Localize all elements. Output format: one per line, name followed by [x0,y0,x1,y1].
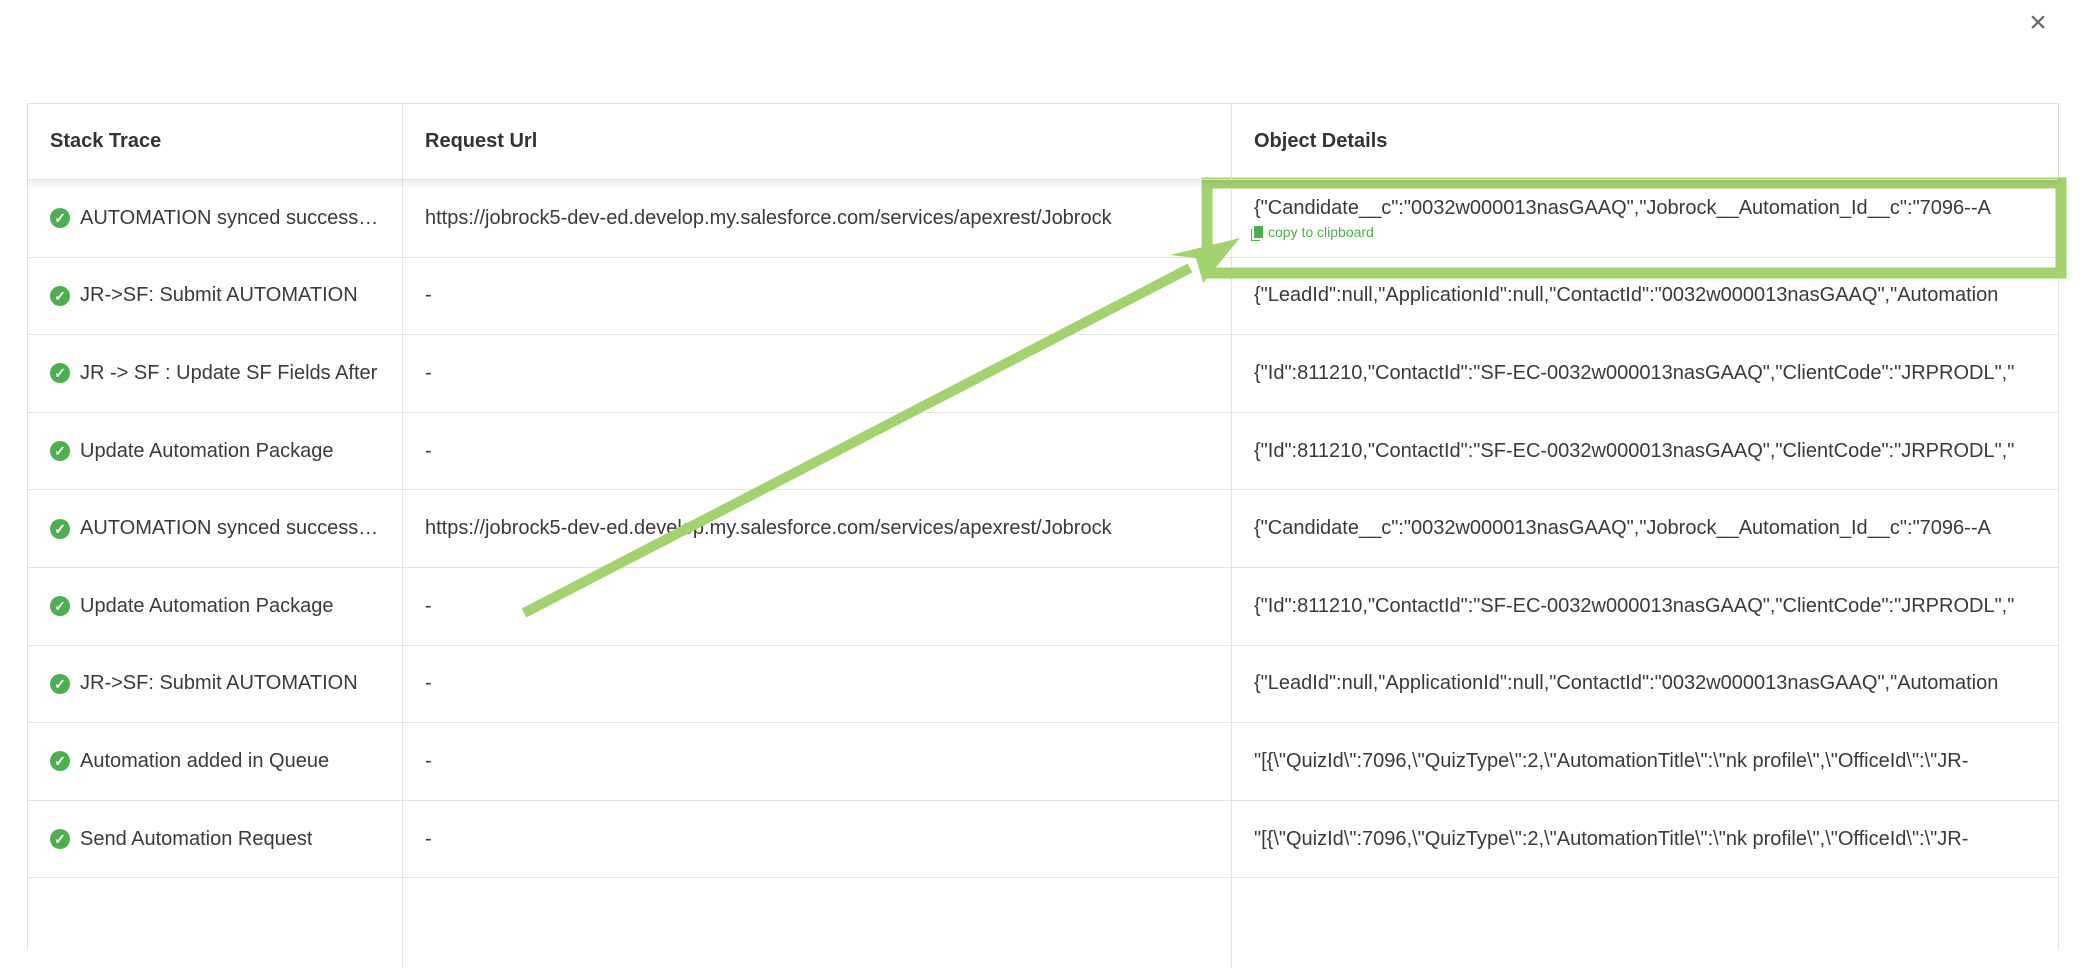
stack-trace-cell: ✓ JR->SF: Submit AUTOMATION [28,645,403,723]
request-url-cell: https://jobrock5-dev-ed.develop.my.sales… [403,490,1232,567]
close-icon[interactable]: × [2029,6,2047,39]
success-check-icon: ✓ [50,518,70,539]
request-url-text: https://jobrock5-dev-ed.develop.my.sales… [425,206,1112,229]
object-details-cell: {"LeadId":null,"ApplicationId":null,"Con… [1232,646,2058,723]
object-details-text: "[{\"QuizId\":7096,\"QuizType\":2,\"Auto… [1254,827,1969,850]
table-row[interactable]: ✓ JR->SF: Submit AUTOMATION - {"LeadId":… [28,257,2058,336]
object-details-cell: {"Candidate__c":"0032w000013nasGAAQ","Jo… [1232,180,2058,257]
table-row[interactable]: ✓ JR -> SF : Update SF Fields After - {"… [28,335,2058,413]
object-details-cell: {"LeadId":null,"ApplicationId":null,"Con… [1232,258,2058,335]
stack-trace-cell: ✓ Update Automation Package [28,412,403,490]
stack-trace-cell: ✓ JR->SF: Submit AUTOMATION [28,257,403,335]
request-url-text: - [425,827,432,850]
header-object-details: Object Details [1254,130,1388,152]
stack-trace-text: Update Automation Package [80,439,334,462]
table-row[interactable]: ✓ JR->SF: Submit AUTOMATION - {"LeadId":… [28,645,2058,724]
object-details-text: {"Id":811210,"ContactId":"SF-EC-0032w000… [1254,439,2015,462]
request-url-text: - [425,749,432,772]
success-check-icon: ✓ [50,751,70,772]
object-details-cell: {"Candidate__c":"0032w000013nasGAAQ","Jo… [1232,490,2058,567]
stack-trace-text: JR->SF: Submit AUTOMATION [80,672,358,695]
table-row[interactable]: ✓ AUTOMATION synced successfully https:/… [28,180,2058,258]
object-details-cell: "[{\"QuizId\":7096,\"QuizType\":2,\"Auto… [1232,723,2058,800]
success-check-icon: ✓ [50,285,70,306]
request-url-text: - [425,672,432,695]
object-details-cell: {"Id":811210,"ContactId":"SF-EC-0032w000… [1232,335,2058,412]
header-stack-trace: Stack Trace [28,104,403,179]
table-row[interactable]: ✓ Send Automation Request - "[{\"QuizId\… [28,800,2058,879]
table-row-empty [28,878,2058,968]
empty-cell [1232,878,2058,968]
stack-trace-cell: ✓ AUTOMATION synced successfully [28,490,403,567]
request-url-cell: - [403,645,1232,723]
request-url-text: - [425,439,432,462]
stack-trace-cell: ✓ Update Automation Package [28,567,403,645]
stack-trace-text: AUTOMATION synced successfully [80,206,380,229]
stack-trace-cell: ✓ Automation added in Queue [28,723,403,800]
object-details-text: {"Id":811210,"ContactId":"SF-EC-0032w000… [1254,361,2015,384]
request-url-text: - [425,284,432,307]
stack-trace-text: Send Automation Request [80,827,313,850]
log-table: Stack Trace Request Url Object Details ✓… [27,103,2059,968]
table-row[interactable]: ✓ Update Automation Package - {"Id":8112… [28,412,2058,491]
stack-trace-text: JR->SF: Submit AUTOMATION [80,284,358,307]
table-row[interactable]: ✓ Update Automation Package - {"Id":8112… [28,567,2058,646]
stack-trace-cell: ✓ AUTOMATION synced successfully [28,180,403,257]
header-request-url: Request Url [403,104,1232,179]
request-url-cell: - [403,567,1232,645]
copy-label: copy to clipboard [1268,223,1374,240]
object-details-cell: {"Id":811210,"ContactId":"SF-EC-0032w000… [1232,413,2058,490]
request-url-cell: - [403,723,1232,800]
stack-trace-text: Automation added in Queue [80,749,330,772]
object-details-text: {"LeadId":null,"ApplicationId":null,"Con… [1254,672,1999,695]
copy-to-clipboard-link[interactable]: copy to clipboard [1254,224,1991,240]
request-url-text: - [425,361,432,384]
success-check-icon: ✓ [50,441,70,462]
request-url-cell: - [403,412,1232,490]
table-row[interactable]: ✓ Automation added in Queue - "[{\"QuizI… [28,723,2058,801]
success-check-icon: ✓ [50,596,70,617]
object-details-text: {"Candidate__c":"0032w000013nasGAAQ","Jo… [1254,517,1991,540]
stack-trace-text: JR -> SF : Update SF Fields After [80,361,378,384]
object-details-cell: {"Id":811210,"ContactId":"SF-EC-0032w000… [1232,568,2058,645]
table-header: Stack Trace Request Url Object Details [28,104,2058,180]
success-check-icon: ✓ [50,363,70,384]
request-url-cell: - [403,800,1232,878]
copy-icon [1254,225,1263,238]
object-details-text: {"Candidate__c":"0032w000013nasGAAQ","Jo… [1254,196,1991,219]
table-row[interactable]: ✓ AUTOMATION synced successfully https:/… [28,490,2058,568]
object-details-text: {"Id":811210,"ContactId":"SF-EC-0032w000… [1254,594,2015,617]
object-details-text: {"LeadId":null,"ApplicationId":null,"Con… [1254,284,1999,307]
request-url-text: https://jobrock5-dev-ed.develop.my.sales… [425,517,1112,540]
object-details-text: "[{\"QuizId\":7096,\"QuizType\":2,\"Auto… [1254,749,1969,772]
stack-trace-cell: ✓ JR -> SF : Update SF Fields After [28,335,403,412]
request-url-cell: https://jobrock5-dev-ed.develop.my.sales… [403,180,1232,257]
request-url-text: - [425,594,432,617]
empty-cell [403,878,1232,968]
request-url-cell: - [403,257,1232,335]
object-details-cell: "[{\"QuizId\":7096,\"QuizType\":2,\"Auto… [1232,801,2058,878]
success-check-icon: ✓ [50,673,70,694]
stack-trace-cell: ✓ Send Automation Request [28,800,403,878]
stack-trace-text: AUTOMATION synced successfully [80,517,380,540]
request-url-cell: - [403,335,1232,412]
success-check-icon: ✓ [50,829,70,850]
success-check-icon: ✓ [50,208,70,229]
stack-trace-text: Update Automation Package [80,594,334,617]
empty-cell [28,878,403,968]
